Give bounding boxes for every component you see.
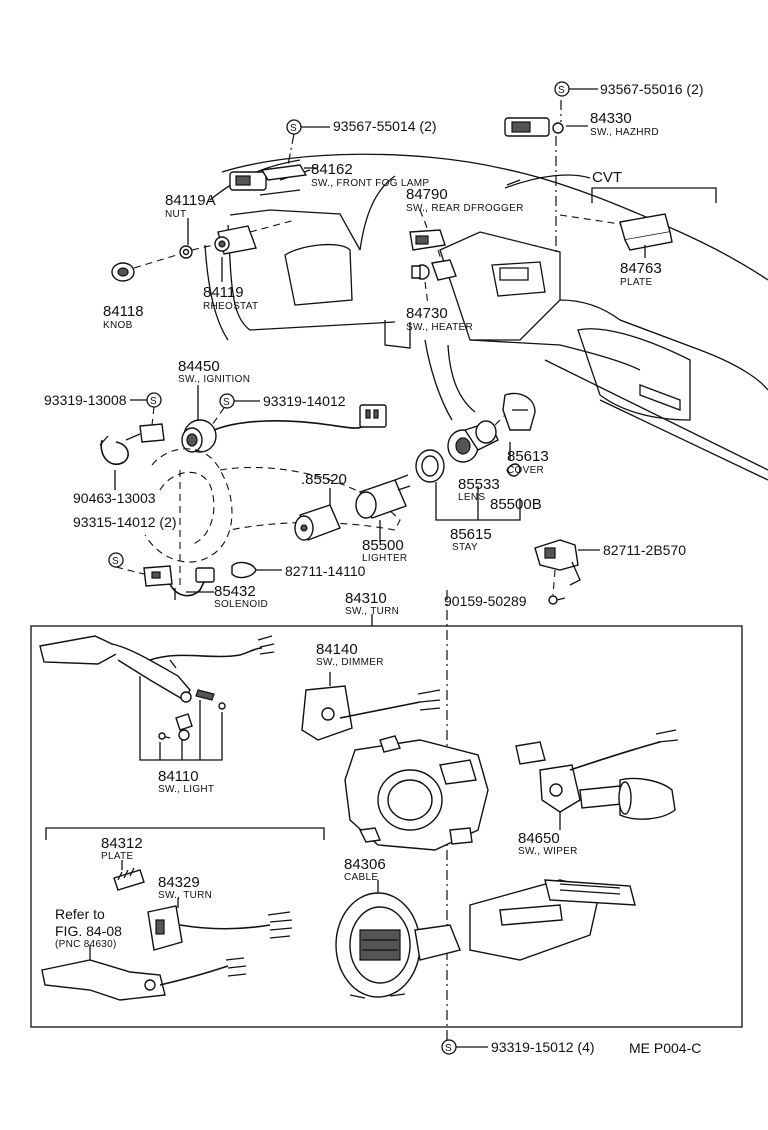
label-85520: .85520 [301, 471, 347, 488]
label-84790: 84790 [406, 186, 448, 203]
label-refer-to: Refer to [55, 906, 105, 922]
label-85432: 85432 [214, 583, 256, 600]
label-84310: 84310 [345, 590, 387, 607]
label-84650-sub: SW., WIPER [518, 846, 578, 857]
label-90463-13003: 90463-13003 [73, 490, 156, 506]
label-85500b: 85500B [490, 496, 542, 513]
label-84730: 84730 [406, 305, 448, 322]
label-85500-sub: LIGHTER [362, 553, 407, 564]
fog-lamp-switch-group: S [229, 119, 330, 191]
bracket-group [534, 539, 600, 605]
bottom-screw-group: S [441, 1039, 488, 1055]
svg-text:S: S [290, 123, 297, 134]
label-90159-50289: 90159-50289 [444, 593, 527, 609]
label-85500: 85500 [362, 537, 404, 554]
svg-text:S: S [223, 397, 230, 408]
label-84306: 84306 [344, 856, 386, 873]
cvt-plate-group [504, 174, 717, 258]
svg-text:S: S [445, 1043, 452, 1054]
cigar-lighter-group [294, 474, 411, 542]
label-84790-sub: SW., REAR DFROGGER [406, 203, 524, 214]
part-labels: 93567-55016 (2) 84330 SW., HAZHRD 93567-… [44, 81, 704, 1056]
label-93315-14012: 93315-14012 (2) [73, 514, 177, 530]
label-84329-sub: SW., TURN [158, 890, 212, 901]
label-93567-55014: 93567-55014 (2) [333, 118, 437, 134]
label-84310-sub: SW., TURN [345, 606, 399, 617]
label-84312-sub: PLATE [101, 851, 133, 862]
dashboard-outline [204, 153, 768, 481]
label-84110: 84110 [158, 768, 199, 785]
turn-switch-body [344, 735, 489, 851]
label-84306-sub: CABLE [344, 872, 378, 883]
label-cvt: CVT [592, 169, 622, 186]
svg-text:S: S [150, 396, 157, 407]
label-84763-sub: PLATE [620, 277, 652, 288]
label-85432-sub: SOLENOID [214, 599, 268, 610]
turn-switch-assembly-box [30, 625, 743, 1028]
label-refer-fig: FIG. 84-08 [55, 923, 122, 939]
label-84110-sub: SW., LIGHT [158, 784, 214, 795]
label-93319-14012: 93319-14012 [263, 393, 346, 409]
wiper-switch-group [515, 729, 679, 830]
dimmer-switch-group [301, 672, 441, 741]
label-84312: 84312 [101, 835, 143, 852]
label-84119: 84119 [203, 284, 244, 301]
label-84330-sub: SW., HAZHRD [590, 127, 659, 138]
light-switch-group [39, 635, 275, 761]
lighter-stay-group [415, 392, 536, 521]
label-85613: 85613 [507, 448, 549, 465]
spiral-cable-group [335, 879, 636, 999]
label-84118-sub: KNOB [103, 320, 133, 331]
label-refer-pnc: (PNC 84630) [55, 939, 117, 950]
solenoid-group: S [108, 552, 282, 600]
diagram-code: ME P004-C [629, 1040, 701, 1056]
ignition-switch-group: S S [99, 385, 387, 490]
label-84450-sub: SW., IGNITION [178, 374, 250, 385]
label-84162: 84162 [311, 161, 353, 178]
label-84119a: 84119A [165, 192, 216, 209]
label-85615-sub: STAY [452, 542, 478, 553]
steering-column-cover [144, 448, 401, 585]
label-84140: 84140 [316, 641, 358, 658]
label-93567-55016: 93567-55016 (2) [600, 81, 704, 97]
label-84329: 84329 [158, 874, 200, 891]
label-84763: 84763 [620, 260, 662, 277]
label-85533-sub: LENS [458, 492, 485, 503]
label-93319-15012: 93319-15012 (4) [491, 1039, 595, 1055]
label-84118: 84118 [103, 303, 144, 320]
defogger-heater-switch-group [409, 209, 457, 306]
label-85613-sub: COVER [507, 465, 544, 476]
label-84330: 84330 [590, 110, 632, 127]
label-84119a-sub: NUT [165, 209, 186, 220]
label-84162-sub: SW., FRONT FOG LAMP [311, 178, 429, 189]
label-84119-sub: RHEOSTAT [203, 301, 258, 312]
label-84650: 84650 [518, 830, 560, 847]
hazard-switch-group: S [504, 81, 598, 255]
label-82711-14110: 82711-14110 [285, 563, 366, 579]
label-93319-13008: 93319-13008 [44, 392, 127, 408]
svg-text:S: S [558, 85, 565, 96]
label-84730-sub: SW., HEATER [406, 322, 473, 333]
svg-text:S: S [112, 556, 119, 567]
label-85615: 85615 [450, 526, 492, 543]
label-84450: 84450 [178, 358, 220, 375]
label-82711-2b570: 82711-2B570 [603, 542, 686, 558]
label-84140-sub: SW., DIMMER [316, 657, 384, 668]
turn-switch-sub-box [41, 827, 325, 1001]
label-85533: 85533 [458, 476, 500, 493]
rheostat-group [111, 218, 296, 282]
